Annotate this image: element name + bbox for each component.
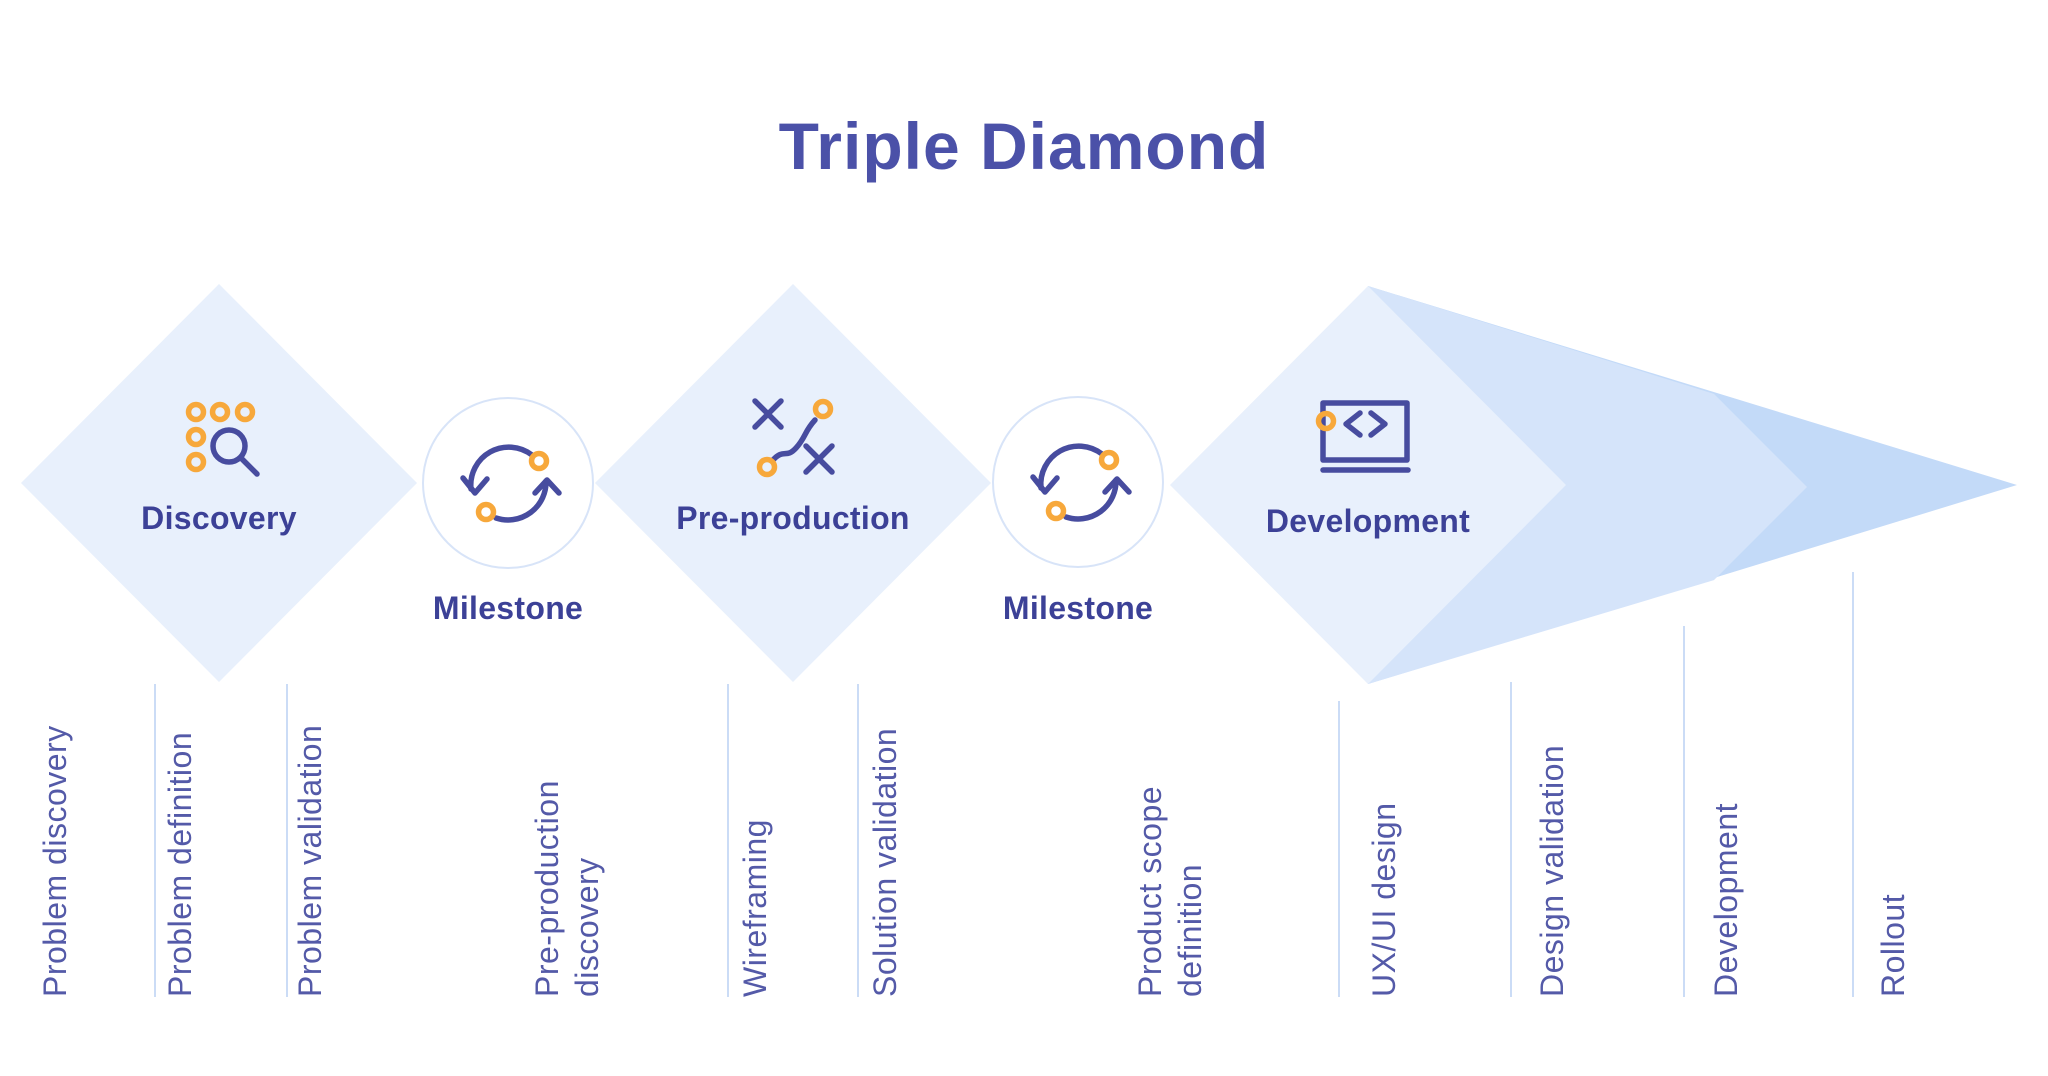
phase-label-problem-definition: Problem definition	[160, 732, 200, 997]
milestone-label-1: Milestone	[432, 590, 584, 626]
phase-label-problem-validation: Problem validation	[290, 725, 330, 997]
phase-label-product-scope-definition: Product scope definition	[1130, 786, 1210, 997]
page-title: Triple Diamond	[778, 109, 1270, 183]
phase-label-line: discovery	[569, 857, 605, 997]
phase-label-line: Design validation	[1534, 744, 1570, 997]
phase-label-ux-ui-design: UX/UI design	[1364, 802, 1404, 997]
phase-label-line: Problem discovery	[37, 725, 73, 997]
stage-label-discovery: Discovery	[141, 500, 297, 536]
stage-label-pre-production: Pre-production	[676, 500, 910, 536]
phase-label-line: definition	[1172, 863, 1208, 997]
phase-divider	[154, 684, 156, 997]
phase-divider	[727, 684, 729, 997]
phase-divider	[857, 684, 859, 997]
phase-label-pre-production-discovery: Pre-production discovery	[527, 780, 607, 997]
phase-label-line: Problem validation	[292, 724, 328, 997]
phase-label-line: Solution validation	[867, 727, 903, 997]
phase-label-line: Product scope	[1132, 785, 1168, 997]
phase-label-solution-validation: Solution validation	[865, 728, 905, 997]
dots-magnifier-research-icon	[185, 401, 260, 477]
cycle-arrows-icon	[1030, 443, 1132, 522]
phase-label-line: Rollout	[1875, 893, 1911, 997]
milestone-circle-2	[992, 396, 1164, 568]
phase-label-line: Wireframing	[737, 819, 773, 997]
cycle-arrows-icon	[460, 444, 562, 523]
phase-label-wireframing: Wireframing	[735, 819, 775, 997]
milestone-circle-1	[422, 397, 594, 569]
milestone-label-2: Milestone	[1002, 590, 1154, 626]
phase-label-rollout: Rollout	[1873, 894, 1913, 997]
phase-divider	[286, 684, 288, 997]
phase-label-problem-discovery: Problem discovery	[35, 725, 75, 997]
phase-label-design-validation: Design validation	[1532, 745, 1572, 997]
strategy-path-icon	[752, 398, 835, 478]
phase-divider	[1510, 682, 1512, 997]
stage-label-development: Development	[1265, 503, 1471, 539]
phase-label-line: Pre-production	[529, 780, 565, 997]
code-window-icon	[1315, 400, 1411, 473]
phase-label-development: Development	[1706, 803, 1746, 997]
phase-label-line: Development	[1708, 802, 1744, 997]
phase-label-line: UX/UI design	[1366, 802, 1402, 997]
phase-divider	[1683, 626, 1685, 997]
phase-divider	[1852, 572, 1854, 997]
phase-label-line: Problem definition	[162, 731, 198, 997]
phase-divider	[1338, 701, 1340, 997]
